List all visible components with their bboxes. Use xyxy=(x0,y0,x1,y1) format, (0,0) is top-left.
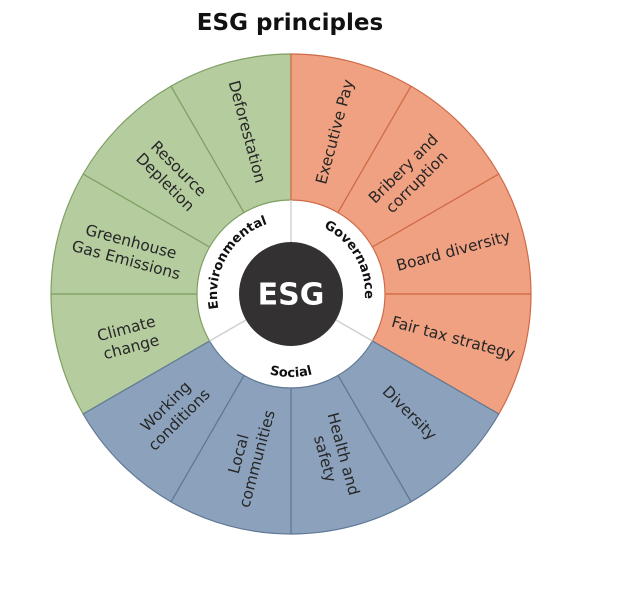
center-label: ESG xyxy=(258,278,325,313)
pillar-label-social: Social xyxy=(269,363,314,381)
segment-working-conditions xyxy=(82,340,245,503)
pillar-divider xyxy=(335,319,373,342)
diagram-title: ESG principles xyxy=(196,10,384,36)
segments-layer xyxy=(50,53,532,535)
pillar-label-text: Social xyxy=(269,363,314,381)
center-circle xyxy=(239,242,343,346)
inner-dividers xyxy=(209,200,373,342)
pillar-divider xyxy=(209,319,247,342)
